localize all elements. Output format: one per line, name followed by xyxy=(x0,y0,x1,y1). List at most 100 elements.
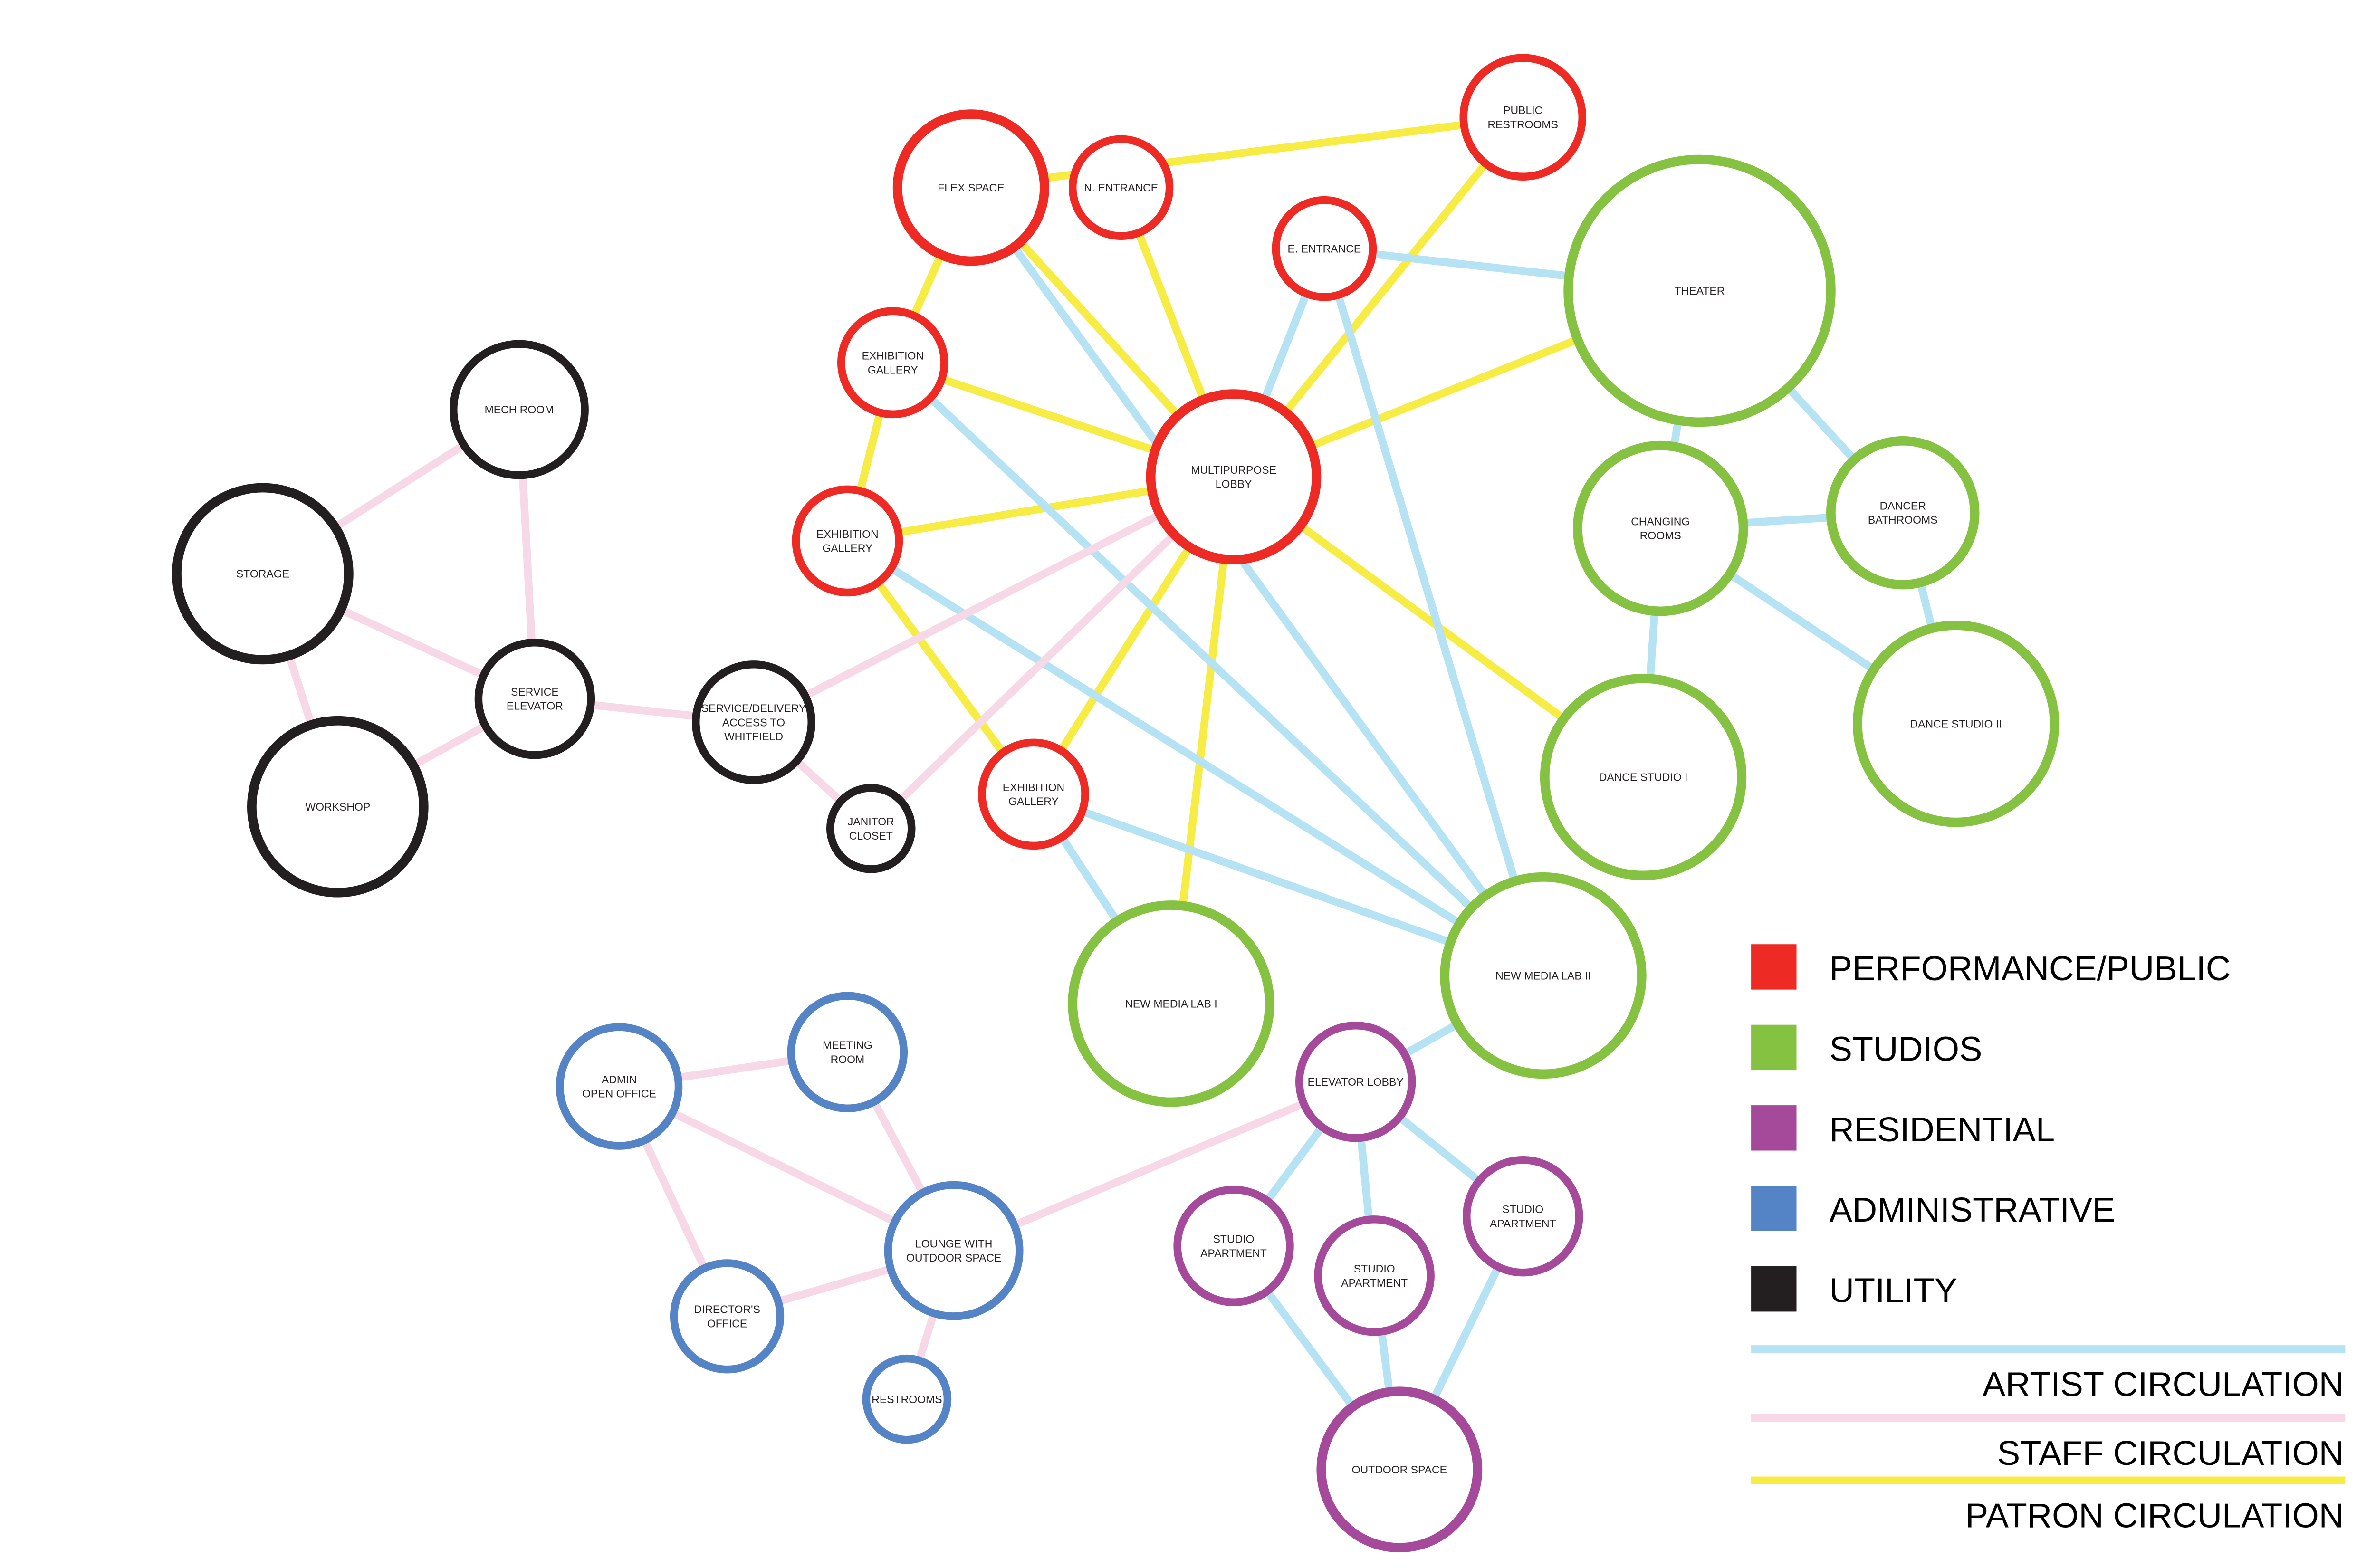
legend-label-artist-circulation: ARTIST CIRCULATION xyxy=(1983,1365,2344,1404)
space-label: DANCER xyxy=(1880,500,1926,512)
space-label: LOBBY xyxy=(1216,478,1252,490)
space-label: SERVICE/DELIVERY xyxy=(701,702,806,715)
space-label: ADMIN xyxy=(602,1073,637,1086)
space-e-entrance: E. ENTRANCE xyxy=(1272,196,1377,301)
patron-circulation-line xyxy=(970,113,1523,191)
legend-label-residential: RESIDENTIAL xyxy=(1830,1110,2055,1149)
space-bubble xyxy=(556,1023,683,1150)
space-label: MEETING xyxy=(823,1039,872,1052)
space-bubble xyxy=(1316,1386,1483,1553)
space-label: APARTMENT xyxy=(1341,1277,1408,1289)
space-bubble xyxy=(892,109,1049,266)
space-restrooms: RESTROOMS xyxy=(862,1354,952,1444)
space-label: FLEX SPACE xyxy=(938,182,1004,194)
space-label: APARTMENT xyxy=(1200,1247,1267,1259)
space-label: NEW MEDIA LAB I xyxy=(1125,997,1217,1010)
space-bubble xyxy=(1272,196,1377,301)
legend-label-patron-circulation: PATRON CIRCULATION xyxy=(1965,1496,2344,1535)
space-apt-3: STUDIO APARTMENT xyxy=(1463,1156,1583,1277)
space-nml-2: NEW MEDIA LAB II xyxy=(1440,872,1647,1079)
space-label: DANCE STUDIO II xyxy=(1910,718,2002,730)
space-bubble xyxy=(450,340,589,479)
space-flex: FLEX SPACE xyxy=(892,109,1049,266)
space-bubble xyxy=(1463,1156,1583,1277)
space-bubble xyxy=(1540,674,1747,880)
space-label: OUTDOOR SPACE xyxy=(906,1252,1001,1264)
legend-label-studios: STUDIOS xyxy=(1830,1030,1983,1068)
performance-swatch xyxy=(1751,944,1797,990)
artist-circulation-line xyxy=(968,185,1547,978)
space-bubble xyxy=(1068,135,1174,240)
space-nml-1: NEW MEDIA LAB I xyxy=(1068,900,1274,1107)
space-label: E. ENTRANCE xyxy=(1288,242,1361,255)
legend-label-utility: UTILITY xyxy=(1830,1272,1957,1310)
patron-circulation-swatch xyxy=(1751,1476,2346,1484)
staff-circulation-line xyxy=(952,1078,1357,1254)
space-bubble xyxy=(837,307,948,419)
space-admin: ADMIN OPEN OFFICE xyxy=(556,1023,683,1150)
space-label: APARTMENT xyxy=(1490,1217,1556,1230)
space-label: N. ENTRANCE xyxy=(1084,182,1158,194)
space-label: STUDIO xyxy=(1213,1233,1255,1245)
space-bubble xyxy=(1068,900,1274,1107)
space-label: OPEN OFFICE xyxy=(582,1088,656,1100)
space-bubble xyxy=(670,1259,785,1374)
space-label: MECH ROOM xyxy=(485,403,554,416)
space-label: OFFICE xyxy=(707,1317,747,1329)
space-label: ACCESS TO xyxy=(722,716,785,728)
space-label: GALLERY xyxy=(1008,795,1059,807)
space-label: EXHIBITION xyxy=(1003,781,1064,794)
space-bubble xyxy=(1440,872,1647,1079)
space-label: JANITOR xyxy=(848,815,894,828)
space-label: PUBLIC xyxy=(1503,104,1542,116)
space-label: WHITFIELD xyxy=(724,730,783,743)
space-label: STUDIO xyxy=(1502,1203,1543,1215)
space-label: RESTROOMS xyxy=(872,1393,942,1405)
space-bubble xyxy=(1173,1186,1294,1306)
space-bubble xyxy=(884,1181,1024,1320)
space-label: STORAGE xyxy=(236,568,289,580)
space-bubble xyxy=(172,483,354,665)
space-bubble xyxy=(792,485,903,597)
space-label: NEW MEDIA LAB II xyxy=(1495,969,1591,982)
legend: PERFORMANCE/PUBLIC STUDIOS RESIDENTIAL ADMI… xyxy=(1751,944,2346,1535)
space-label: EXHIBITION xyxy=(816,528,878,540)
space-bubble xyxy=(474,639,595,759)
space-bubble xyxy=(826,784,916,873)
space-label: DANCE STUDIO I xyxy=(1599,771,1688,783)
space-outdoor: OUTDOOR SPACE xyxy=(1316,1386,1483,1553)
legend-label-performance: PERFORMANCE/PUBLIC xyxy=(1830,949,2231,988)
space-label: ELEVATOR LOBBY xyxy=(1308,1076,1404,1088)
space-label: THEATER xyxy=(1675,285,1725,297)
space-label: GALLERY xyxy=(823,542,873,554)
studios-swatch xyxy=(1751,1024,1797,1071)
space-label: ROOMS xyxy=(1640,529,1681,542)
space-label: SERVICE xyxy=(511,686,559,698)
space-bubble xyxy=(247,716,429,898)
space-label: EXHIBITION xyxy=(862,350,924,362)
space-bubble xyxy=(1573,440,1748,616)
space-theater: THEATER xyxy=(1563,154,1836,427)
legend-label-administrative: ADMINISTRATIVE xyxy=(1830,1191,2116,1229)
space-bubble xyxy=(787,992,908,1112)
space-label: DIRECTOR'S xyxy=(694,1303,760,1316)
space-label: STUDIO xyxy=(1354,1262,1395,1275)
space-bubble xyxy=(1852,621,2060,827)
space-label: ROOM xyxy=(831,1053,865,1065)
space-bubble xyxy=(1314,1215,1435,1336)
space-bubble xyxy=(1459,54,1586,181)
legend-label-staff-circulation: STAFF CIRCULATION xyxy=(1997,1434,2344,1472)
space-bubble xyxy=(862,1354,952,1444)
artist-circulation-line xyxy=(890,360,1546,979)
space-bubble xyxy=(1826,436,1980,590)
staff-circulation-swatch xyxy=(1751,1414,2346,1422)
